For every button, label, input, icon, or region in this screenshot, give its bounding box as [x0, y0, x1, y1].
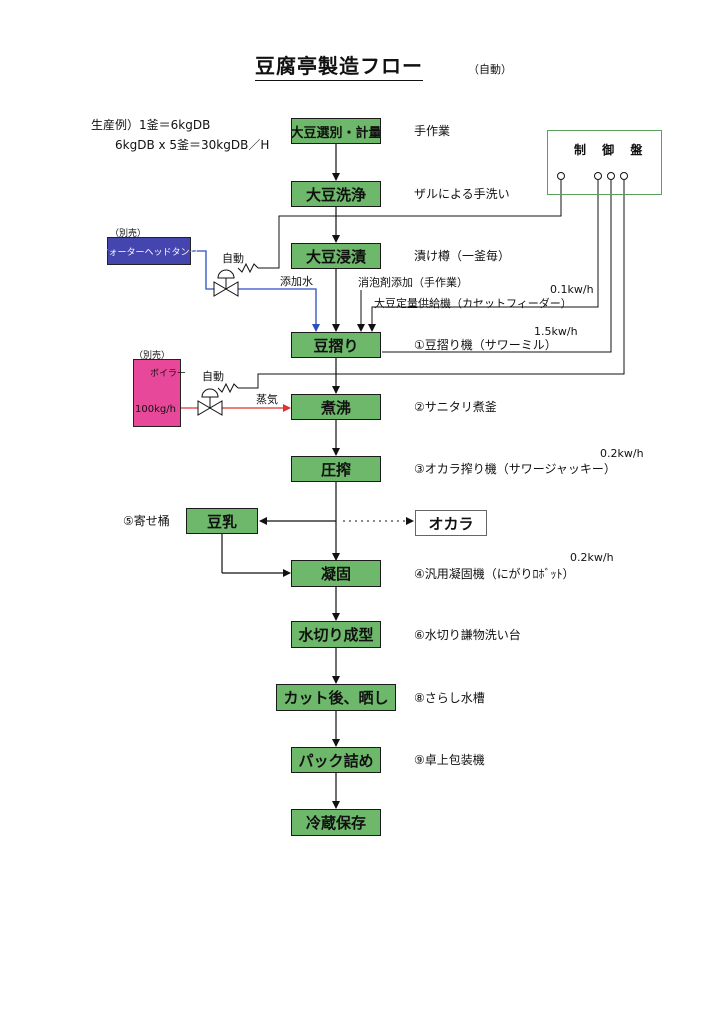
step-note-boiling: ②サニタリ煮釜 — [414, 400, 497, 414]
step-note-soy-milk: ⑤寄せ桶 — [123, 514, 170, 528]
step-box-boiling: 煮沸 — [291, 394, 381, 420]
page-title: 豆腐亭製造フロー — [255, 50, 423, 81]
water-valve-icon — [213, 269, 239, 297]
boiler-label: ボイラー — [150, 369, 187, 379]
step-note-cut-rinse: ⑧さらし水槽 — [414, 691, 485, 705]
steam-valve-icon — [197, 388, 223, 416]
step-note-coagulation: ④汎用凝固機（にがりﾛﾎﾞｯﾄ） — [414, 567, 575, 581]
feeder-annotation: 大豆定量供給機（カセットフィーダー） — [374, 297, 572, 310]
steam-flow-label: 蒸気 — [256, 393, 278, 406]
water-flow-label: 添加水 — [280, 275, 313, 288]
page-subtitle: （自動） — [468, 63, 512, 76]
step-note-packing: ⑨卓上包装機 — [414, 753, 485, 767]
step-box-grinding: 豆摺り — [291, 332, 381, 358]
water-valve-label: 自動 — [222, 252, 244, 265]
step-box-soy-washing: 大豆洗浄 — [291, 181, 381, 207]
step-box-pressing: 圧搾 — [291, 456, 381, 482]
water-head-tank: ウォーターヘッドタンク — [100, 237, 199, 265]
step-box-soy-selection: 大豆選別・計量 — [291, 118, 381, 144]
control-panel — [547, 130, 662, 195]
feeder-power: 0.1kw/h — [550, 283, 594, 296]
water-tank-tag: （別売） — [110, 229, 147, 239]
production-example-line2: 6kgDB x 5釜＝30kgDB／H — [115, 138, 270, 152]
boiler — [133, 359, 181, 427]
step-note-pressing: ③オカラ搾り機（サワージャッキー） — [414, 462, 616, 476]
step-box-refrigeration: 冷蔵保存 — [291, 809, 381, 836]
defoamer-annotation: 消泡剤添加（手作業） — [358, 276, 468, 289]
step-note-grinding: ①豆摺り機（サワーミル） — [414, 338, 557, 352]
step-box-soy-milk: 豆乳 — [186, 508, 258, 534]
step-box-soy-soaking: 大豆浸漬 — [291, 243, 381, 269]
press-branch — [221, 517, 336, 577]
control-signal-lines — [217, 172, 628, 394]
step-note-draining-molding: ⑥水切り謙物洗い台 — [414, 628, 521, 642]
production-example-line1: 生産例）1釜＝6kgDB — [91, 118, 211, 132]
step-box-cut-rinse: カット後、晒し — [276, 684, 396, 711]
step-box-draining-molding: 水切り成型 — [291, 621, 381, 648]
steam-valve-label: 自動 — [202, 370, 224, 383]
okara-box: オカラ — [415, 510, 487, 536]
robot-power: 0.2kw/h — [570, 551, 614, 564]
mill-power: 1.5kw/h — [534, 325, 578, 338]
step-note-soy-washing: ザルによる手洗い — [414, 187, 510, 201]
step-box-coagulation: 凝固 — [291, 560, 381, 587]
boiler-capacity: 100kg/h — [135, 404, 176, 415]
boiler-tag: （別売） — [134, 351, 171, 361]
control-panel-label: 制 御 盤 — [574, 143, 649, 157]
jack-power: 0.2kw/h — [600, 447, 644, 460]
water-feed-line — [191, 250, 320, 332]
step-note-soy-soaking: 漬け樽（一釜毎） — [414, 249, 511, 263]
step-note-soy-selection: 手作業 — [414, 124, 451, 138]
step-box-packing: パック詰め — [291, 747, 381, 773]
